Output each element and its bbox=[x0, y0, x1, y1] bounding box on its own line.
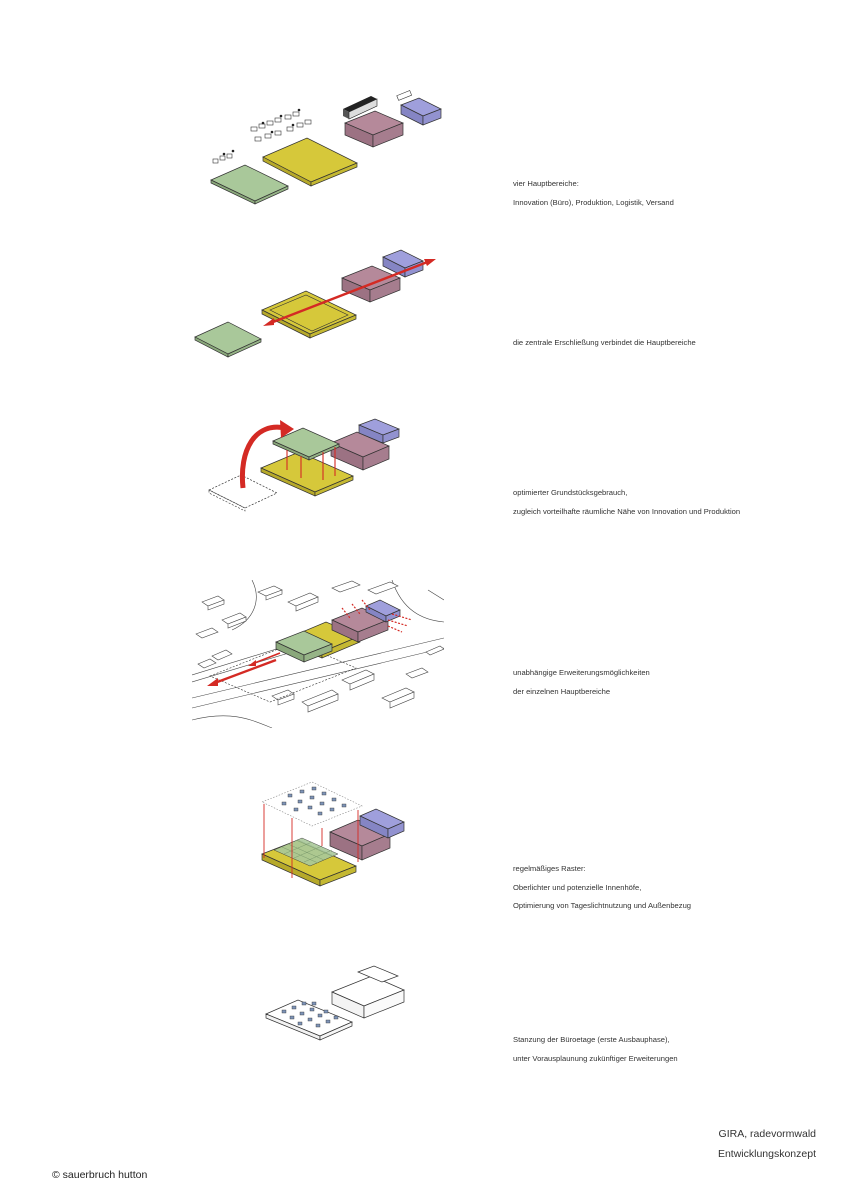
diagram-central-circulation-svg bbox=[194, 249, 436, 358]
caption-line: der einzelnen Hauptbereiche bbox=[513, 686, 611, 696]
caption-line: optimierter Grundstücksgebrauch, bbox=[513, 488, 628, 498]
caption-line: Oberlichter und potenzielle Innenhöfe, bbox=[513, 882, 642, 892]
diagram-site-expansion bbox=[192, 580, 444, 728]
caption-punched-office: Stanzung der Büroetage (erste Ausbauphas… bbox=[513, 1026, 678, 1072]
expansion-arrow-inner bbox=[251, 652, 281, 665]
relocation-arrow-head bbox=[280, 420, 294, 438]
production-slab bbox=[262, 137, 358, 183]
diagram-four-areas bbox=[195, 85, 455, 210]
diagram-stacking-svg bbox=[208, 418, 400, 512]
innovation-slab bbox=[194, 321, 262, 355]
rack-icon bbox=[343, 96, 377, 112]
circulation-arrow bbox=[267, 259, 431, 326]
diagram-regular-grid-svg bbox=[261, 781, 405, 887]
people-icons bbox=[222, 108, 301, 156]
diagram-punched-office bbox=[262, 962, 412, 1042]
caption-four-areas: vier Hauptbereiche: Innovation (Büro), P… bbox=[513, 170, 674, 216]
skylight-grid-plane bbox=[261, 781, 363, 827]
grid-projection-lines bbox=[263, 804, 359, 878]
furniture-icons bbox=[212, 111, 312, 164]
expansion-arrow-west bbox=[211, 658, 277, 686]
caption-regular-grid: regelmäßiges Raster: Oberlichter und pot… bbox=[513, 855, 691, 919]
caption-line: Optimierung von Tageslichtnutzung und Au… bbox=[513, 901, 692, 911]
small-element-icon bbox=[396, 90, 413, 101]
caption-line: unabhängige Erweiterungsmöglichkeiten bbox=[513, 668, 650, 678]
production-slab bbox=[261, 290, 357, 335]
diagram-site-expansion-svg bbox=[192, 580, 444, 728]
caption-line: die zentrale Erschließung verbindet die … bbox=[513, 338, 696, 348]
caption-stacking: optimierter Grundstücksgebrauch, zugleic… bbox=[513, 479, 740, 525]
caption-line: Stanzung der Büroetage (erste Ausbauphas… bbox=[513, 1035, 670, 1045]
diagram-four-areas-svg bbox=[210, 90, 442, 205]
project-title: GIRA, radevormwald bbox=[718, 1128, 816, 1140]
skylight-icons bbox=[281, 786, 347, 816]
diagram-central-circulation bbox=[190, 245, 450, 365]
caption-line: Innovation (Büro), Produktion, Logistik,… bbox=[513, 197, 674, 207]
caption-line: regelmäßiges Raster: bbox=[513, 864, 586, 874]
diagram-regular-grid bbox=[258, 778, 418, 890]
copyright-notice: © sauerbruch hutton bbox=[52, 1169, 148, 1181]
support-lines bbox=[286, 447, 336, 480]
caption-line: unter Vorausplaunung zukünftiger Erweite… bbox=[513, 1053, 678, 1063]
caption-site-expansion: unabhängige Erweiterungsmöglichkeiten de… bbox=[513, 659, 650, 705]
expansion-arrows-east bbox=[341, 599, 413, 633]
caption-line: zugleich vorteilhafte räumliche Nähe von… bbox=[513, 506, 741, 516]
project-subtitle: Entwicklungskonzept bbox=[717, 1148, 816, 1160]
arrow-head-left bbox=[263, 318, 274, 326]
surrounding-buildings bbox=[195, 580, 444, 713]
former-site-outline bbox=[208, 474, 278, 509]
diagram-punched-office-svg bbox=[265, 965, 405, 1041]
caption-line: vier Hauptbereiche: bbox=[513, 179, 579, 189]
punched-courtyard-icons bbox=[281, 1001, 339, 1028]
caption-central-circulation: die zentrale Erschließung verbindet die … bbox=[513, 329, 696, 357]
arrow-head-right bbox=[424, 259, 436, 266]
relocation-arrow bbox=[239, 424, 286, 489]
innovation-slab bbox=[210, 164, 289, 202]
diagram-stacking bbox=[205, 410, 415, 515]
expansion-area-outline bbox=[209, 641, 357, 703]
